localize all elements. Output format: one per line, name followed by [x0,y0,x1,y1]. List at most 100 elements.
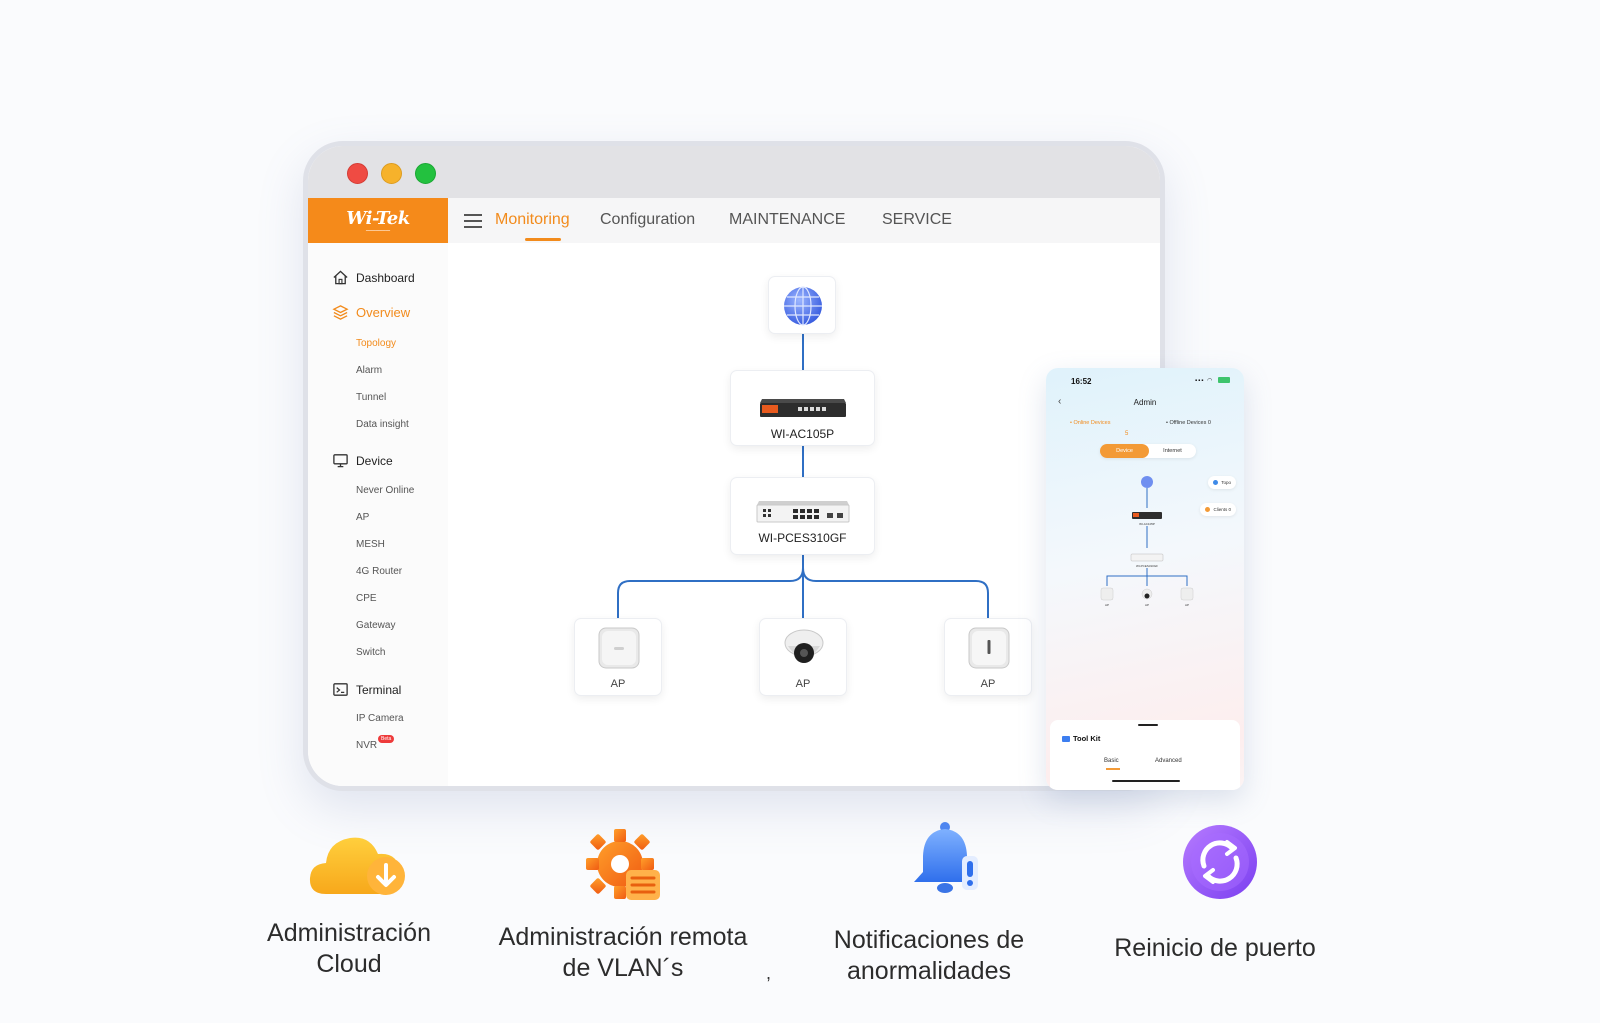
close-button[interactable] [347,163,368,184]
sidebar-item-data-insight[interactable]: Data insight [356,419,409,430]
active-tab-indicator [1106,768,1120,770]
back-arrow-icon[interactable]: ‹ [1058,396,1062,407]
tab-advanced[interactable]: Advanced [1155,758,1182,764]
globe-icon [784,286,822,326]
beta-badge: Beta [378,735,395,743]
sidebar-item-switch[interactable]: Switch [356,647,386,658]
mini-switch-icon [1130,553,1164,562]
view-segmented-control: Device Internet [1100,444,1196,458]
feature-alerts-line1: Notificaciones de [833,926,1025,954]
mini-ap-label: AP [1185,603,1189,607]
online-devices-count: 5 [1125,431,1129,437]
sidebar-item-ip-camera[interactable]: IP Camera [356,713,404,724]
clients-icon [1205,507,1211,513]
switch-node[interactable]: WI-PCES310GF [730,477,875,555]
home-indicator [1112,780,1180,782]
sidebar-item-device[interactable]: Device [332,452,393,469]
tab-basic[interactable]: Basic [1104,758,1119,764]
sidebar-item-mesh[interactable]: MESH [356,539,385,550]
segment-internet[interactable]: Internet [1163,448,1182,454]
ap-node[interactable]: AP [944,618,1032,696]
toolkit-title-text: Tool Kit [1073,734,1101,743]
toolkit-panel: Tool Kit Basic Advanced [1050,720,1240,790]
bell-alert-icon [914,822,978,893]
switch-device-icon [756,501,850,523]
toolkit-icon [1062,736,1070,743]
minimize-button[interactable] [381,163,402,184]
mini-switch-label: WI-PCES310GF [1136,564,1158,568]
mini-ap-icon [1180,587,1194,601]
feature-vlan-line1: Administración remota [498,923,748,951]
mini-ap-label: AP [1145,603,1149,607]
sheet-handle[interactable] [1138,724,1158,726]
top-navigation: Monitoring Configuration MAINTENANCE SER… [448,198,1160,243]
sidebar-item-never-online[interactable]: Never Online [356,485,415,496]
feature-port-restart-label: Reinicio de puerto [1075,933,1355,964]
toolkit-title: Tool Kit [1062,734,1100,743]
offline-devices-label: • Offline Devices 0 [1166,420,1211,426]
sidebar-item-topology[interactable]: Topology [356,338,397,349]
phone-title: Admin [1133,398,1157,407]
stray-comma: , [766,963,772,983]
sidebar-label-overview: Overview [356,305,411,320]
cloud-download-icon [309,837,405,895]
topo-icon [1213,480,1219,486]
controller-device-icon [760,399,846,417]
clients-chip[interactable]: Clients 0 [1200,503,1236,516]
segment-device[interactable]: Device [1100,444,1149,458]
mini-controller-label: WI-AC105P [1139,522,1155,526]
mini-controller-icon [1132,512,1162,519]
sidebar-label-terminal: Terminal [356,682,402,697]
sidebar-item-alarm[interactable]: Alarm [356,365,383,376]
sidebar-item-cpe[interactable]: CPE [356,593,377,604]
feature-port-restart-line1: Reinicio de puerto [1114,934,1316,962]
sidebar-item-tunnel[interactable]: Tunnel [356,392,387,403]
menu-icon[interactable] [464,214,482,228]
wall-ap-icon [968,627,1010,669]
topo-chip-label: Topo [1221,480,1231,485]
tab-maintenance[interactable]: MAINTENANCE [729,211,846,228]
sidebar-item-nvr[interactable]: NVR Beta [356,735,395,751]
phone-time: 16:52 [1071,377,1092,386]
logo-bar[interactable]: Wi-Tek ━━━━━━━━━━ [308,198,448,243]
feature-alerts-line2: anormalidades [847,957,1011,985]
phone-status-bar: ▪▪▪ ◠ [1195,377,1230,384]
controller-label: WI-AC105P [770,427,835,441]
internet-node[interactable] [768,276,836,334]
tab-configuration[interactable]: Configuration [600,211,696,228]
sidebar-item-gateway[interactable]: Gateway [356,620,396,631]
topo-chip[interactable]: Topo [1208,476,1236,489]
feature-cloud-line1: Administración [267,919,431,947]
battery-icon [1218,377,1230,384]
feature-alerts-label: Notificaciones de anormalidades [789,925,1069,987]
terminal-icon [333,683,348,696]
maximize-button[interactable] [415,163,436,184]
monitor-icon [333,454,348,468]
gear-settings-icon [586,829,660,900]
ceiling-ap-icon [598,627,640,669]
app-window: Wi-Tek ━━━━━━━━━━ Monitoring Configurati… [303,141,1165,791]
sidebar: Dashboard Overview Topology Alarm Tunnel… [308,243,448,786]
ap-node[interactable]: AP [574,618,662,696]
sidebar-item-ap[interactable]: AP [356,512,370,523]
tab-service[interactable]: SERVICE [882,211,952,228]
feature-vlan-label: Administración remota de VLAN´s [483,922,763,984]
sidebar-item-dashboard[interactable]: Dashboard [332,269,415,286]
online-devices-label: • Online Devices [1070,420,1111,426]
sidebar-item-terminal[interactable]: Terminal [332,681,401,698]
home-icon [333,270,348,285]
mini-ap-label: AP [1105,603,1109,607]
feature-vlan-line2: de VLAN´s [562,954,684,982]
ap-node[interactable]: AP [759,618,847,696]
layers-icon [332,305,349,320]
controller-node[interactable]: WI-AC105P [730,370,875,446]
sidebar-item-overview[interactable]: Overview [332,304,410,321]
sidebar-item-4g-router[interactable]: 4G Router [356,566,403,577]
clients-chip-label: Clients 0 [1213,507,1231,512]
topology-canvas: WI-AC105P WI-PCES310GF AP [448,243,1160,786]
ap-label: AP [795,678,811,690]
restart-icon [1183,825,1257,899]
ap-label: AP [610,678,626,690]
tab-monitoring[interactable]: Monitoring [495,211,570,228]
mobile-app-preview: 16:52 ▪▪▪ ◠ ‹ Admin • Online Devices 5 •… [1046,368,1244,790]
